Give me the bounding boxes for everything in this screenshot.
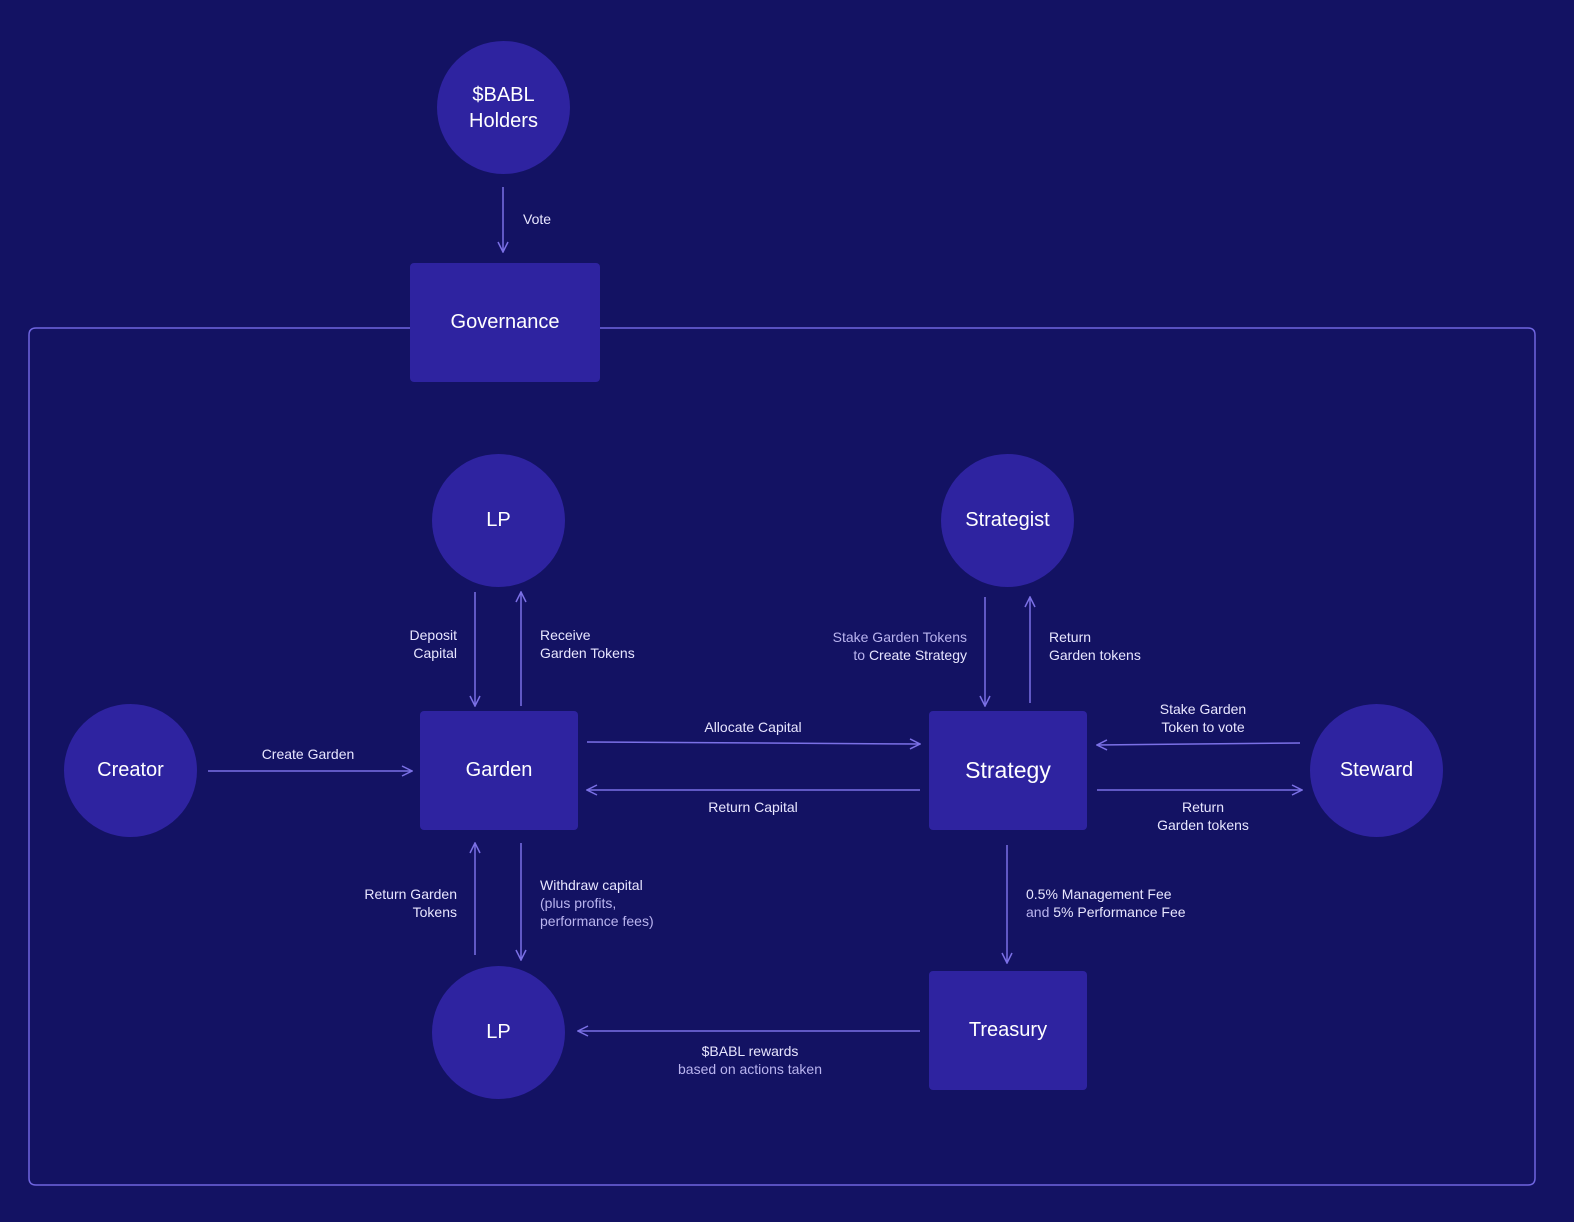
stake-create-line2-bold: Create Strategy (868, 647, 967, 663)
strategist-node: Strategist (941, 454, 1074, 587)
babl-rewards-label: $BABL rewards based on actions taken (650, 1042, 850, 1078)
lp-bottom-label: LP (486, 1021, 511, 1043)
babl-holders-node: $BABL Holders (437, 41, 570, 174)
garden-node: Garden (420, 711, 578, 830)
babl-holders-line2: Holders (469, 109, 538, 132)
withdraw-capital-label: Withdraw capital (plus profits, performa… (540, 876, 654, 930)
withdraw-line1: Withdraw capital (540, 877, 643, 893)
governance-node: Governance (410, 263, 600, 382)
receive-garden-tokens-label: Receive Garden Tokens (540, 626, 635, 662)
rewards-line1: $BABL rewards (701, 1043, 799, 1059)
fees-line2-prefix: and (1026, 904, 1054, 920)
receive-line1: Receive (540, 627, 591, 643)
strategist-label: Strategist (965, 509, 1050, 531)
deposit-capital-line2: Capital (413, 645, 457, 661)
return-steward-line2: Garden tokens (1157, 817, 1249, 833)
return-garden-tokens-steward-label: Return Garden tokens (1133, 798, 1273, 834)
strategy-node: Strategy (929, 711, 1087, 830)
return-garden-tokens-lp-label: Return Garden Tokens (364, 885, 457, 921)
deposit-capital-label: Deposit Capital (410, 626, 457, 662)
allocate-capital-label: Allocate Capital (704, 719, 802, 735)
vote-label: Vote (523, 211, 552, 227)
stake-vote-line1: Stake Garden (1159, 701, 1247, 717)
steward-node: Steward (1310, 704, 1443, 837)
creator-label: Creator (97, 759, 164, 781)
lp-top-node: LP (432, 454, 565, 587)
lp-top-label: LP (486, 509, 511, 531)
fees-line2-bold: 5% Performance Fee (1053, 904, 1186, 920)
rewards-line2: based on actions taken (678, 1061, 822, 1077)
garden-label: Garden (465, 759, 533, 781)
withdraw-line3: performance fees) (540, 913, 654, 929)
stake-vote-line2: Token to vote (1161, 719, 1245, 735)
allocate-arrow (586, 742, 920, 744)
return-lp-line1: Return Garden (364, 886, 457, 902)
treasury-label: Treasury (968, 1019, 1048, 1041)
treasury-node: Treasury (929, 971, 1087, 1090)
stake-create-line2: to Create Strategy (833, 646, 967, 664)
stake-create-strategy-label: Stake Garden Tokens to Create Strategy (833, 628, 967, 664)
return-strategist-line2: Garden tokens (1049, 647, 1141, 663)
stake-vote-arrow (1097, 743, 1301, 745)
fees-line1: 0.5% Management Fee (1026, 886, 1172, 902)
return-garden-tokens-strategist-label: Return Garden tokens (1049, 628, 1141, 664)
governance-label: Governance (450, 311, 560, 333)
frame-border (28, 327, 1536, 1186)
return-capital-label: Return Capital (708, 799, 798, 815)
strategy-label: Strategy (965, 757, 1051, 783)
stake-create-line2-prefix: to (853, 647, 869, 663)
return-steward-line1: Return (1181, 799, 1225, 815)
lp-bottom-node: LP (432, 966, 565, 1099)
create-garden-label: Create Garden (261, 746, 355, 762)
stake-create-line1: Stake Garden Tokens (832, 629, 967, 645)
withdraw-line2: (plus profits, (540, 895, 617, 911)
steward-label: Steward (1339, 759, 1414, 781)
deposit-capital-line1: Deposit (409, 627, 457, 643)
stake-to-vote-label: Stake Garden Token to vote (1133, 700, 1273, 736)
fees-line2: and 5% Performance Fee (1026, 903, 1186, 921)
receive-line2: Garden Tokens (540, 645, 635, 661)
creator-node: Creator (64, 704, 197, 837)
return-lp-line2: Tokens (412, 904, 457, 920)
fees-label: 0.5% Management Fee and 5% Performance F… (1026, 885, 1186, 921)
babl-holders-line1: $BABL (472, 83, 535, 106)
return-strategist-line1: Return (1049, 629, 1092, 645)
